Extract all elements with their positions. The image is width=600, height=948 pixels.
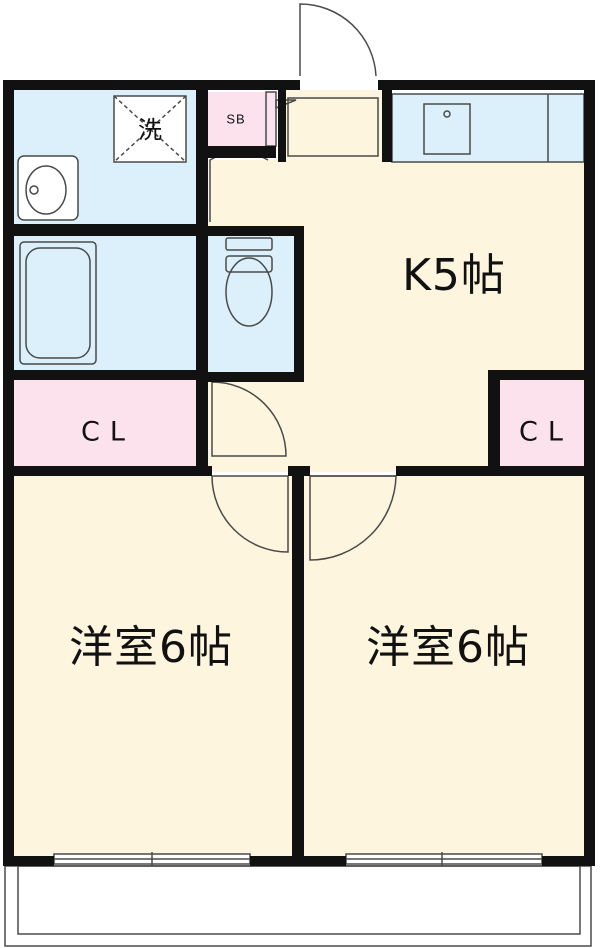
shoe-box-label: SB — [226, 111, 246, 127]
walls — [3, 80, 595, 866]
bathroom-floor — [14, 236, 196, 370]
western-room-right-floor — [304, 476, 584, 856]
kitchen-counter — [391, 93, 585, 163]
closet-left-area — [14, 380, 196, 468]
entrance-floor — [285, 90, 382, 162]
western-room-left-label: 洋室6帖 — [69, 622, 233, 673]
shoe-box-area — [208, 92, 266, 146]
kitchen-label: K5帖 — [402, 250, 506, 301]
closet-left-label: CL — [81, 416, 135, 448]
closet-right-label: CL — [519, 416, 573, 448]
western-room-right-label: 洋室6帖 — [366, 622, 530, 673]
closet-right-area — [500, 380, 584, 468]
balcony — [4, 865, 592, 947]
fixtures — [17, 91, 549, 365]
washer-label: 洗 — [138, 116, 162, 144]
western-room-left-floor — [14, 476, 294, 856]
